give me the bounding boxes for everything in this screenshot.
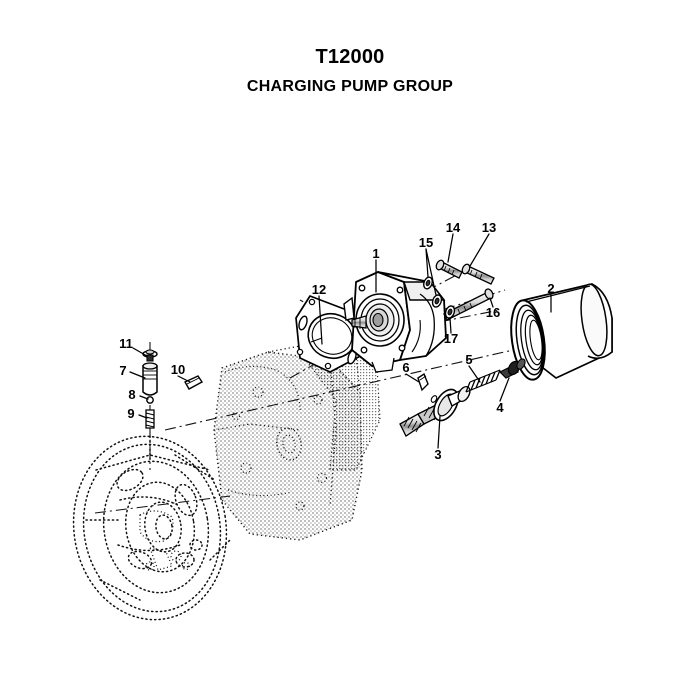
part-9-valve-spring [145, 409, 155, 429]
callout-12: 12 [312, 282, 326, 297]
part-3-drive-shaft [399, 385, 471, 437]
callout-2: 2 [547, 281, 554, 296]
page-title: T12000 [315, 46, 385, 68]
part-6-roll-pin [417, 372, 429, 392]
part-4-seal-fitting [498, 358, 526, 379]
page-subtitle: CHARGING PUMP GROUP [246, 78, 454, 95]
callout-13: 13 [482, 220, 496, 235]
part-17-lock-washer-lower [444, 305, 456, 319]
callout-5: 5 [465, 352, 472, 367]
callout-11: 11 [119, 336, 133, 351]
part-5-spring [465, 369, 501, 393]
part-8-check-ball [146, 396, 154, 404]
part-16-cap-screw-long-lower [443, 288, 494, 321]
part-1-charging-pump [343, 271, 447, 373]
callout-6: 6 [402, 360, 409, 375]
callout-4: 4 [496, 400, 504, 415]
callout-3: 3 [434, 447, 441, 462]
callout-numbers: 1 2 3 4 5 6 7 8 9 10 11 12 13 14 15 16 1… [119, 220, 554, 462]
part-15-lock-washer [423, 276, 443, 308]
callout-15: 15 [419, 235, 433, 250]
part-7-valve-body [142, 362, 158, 396]
flywheel-housing-reference [72, 435, 231, 621]
transmission-case-reference [213, 345, 363, 541]
callout-7: 7 [119, 363, 126, 378]
callout-17: 17 [444, 331, 458, 346]
callout-8: 8 [128, 387, 135, 402]
part-10-dowel-pin [184, 375, 204, 390]
callout-14: 14 [446, 220, 461, 235]
callout-1: 1 [372, 246, 379, 261]
callout-16: 16 [486, 305, 500, 320]
leader-lines [129, 233, 552, 449]
callout-9: 9 [127, 406, 134, 421]
part-13-cap-screw-long [461, 263, 495, 285]
callout-10: 10 [171, 362, 185, 377]
flywheel-hub-detail [139, 510, 191, 571]
title-block: T12000 CHARGING PUMP GROUP [0, 46, 700, 96]
part-2-housing-tube [510, 283, 613, 381]
part-14-cap-screw [435, 259, 463, 279]
